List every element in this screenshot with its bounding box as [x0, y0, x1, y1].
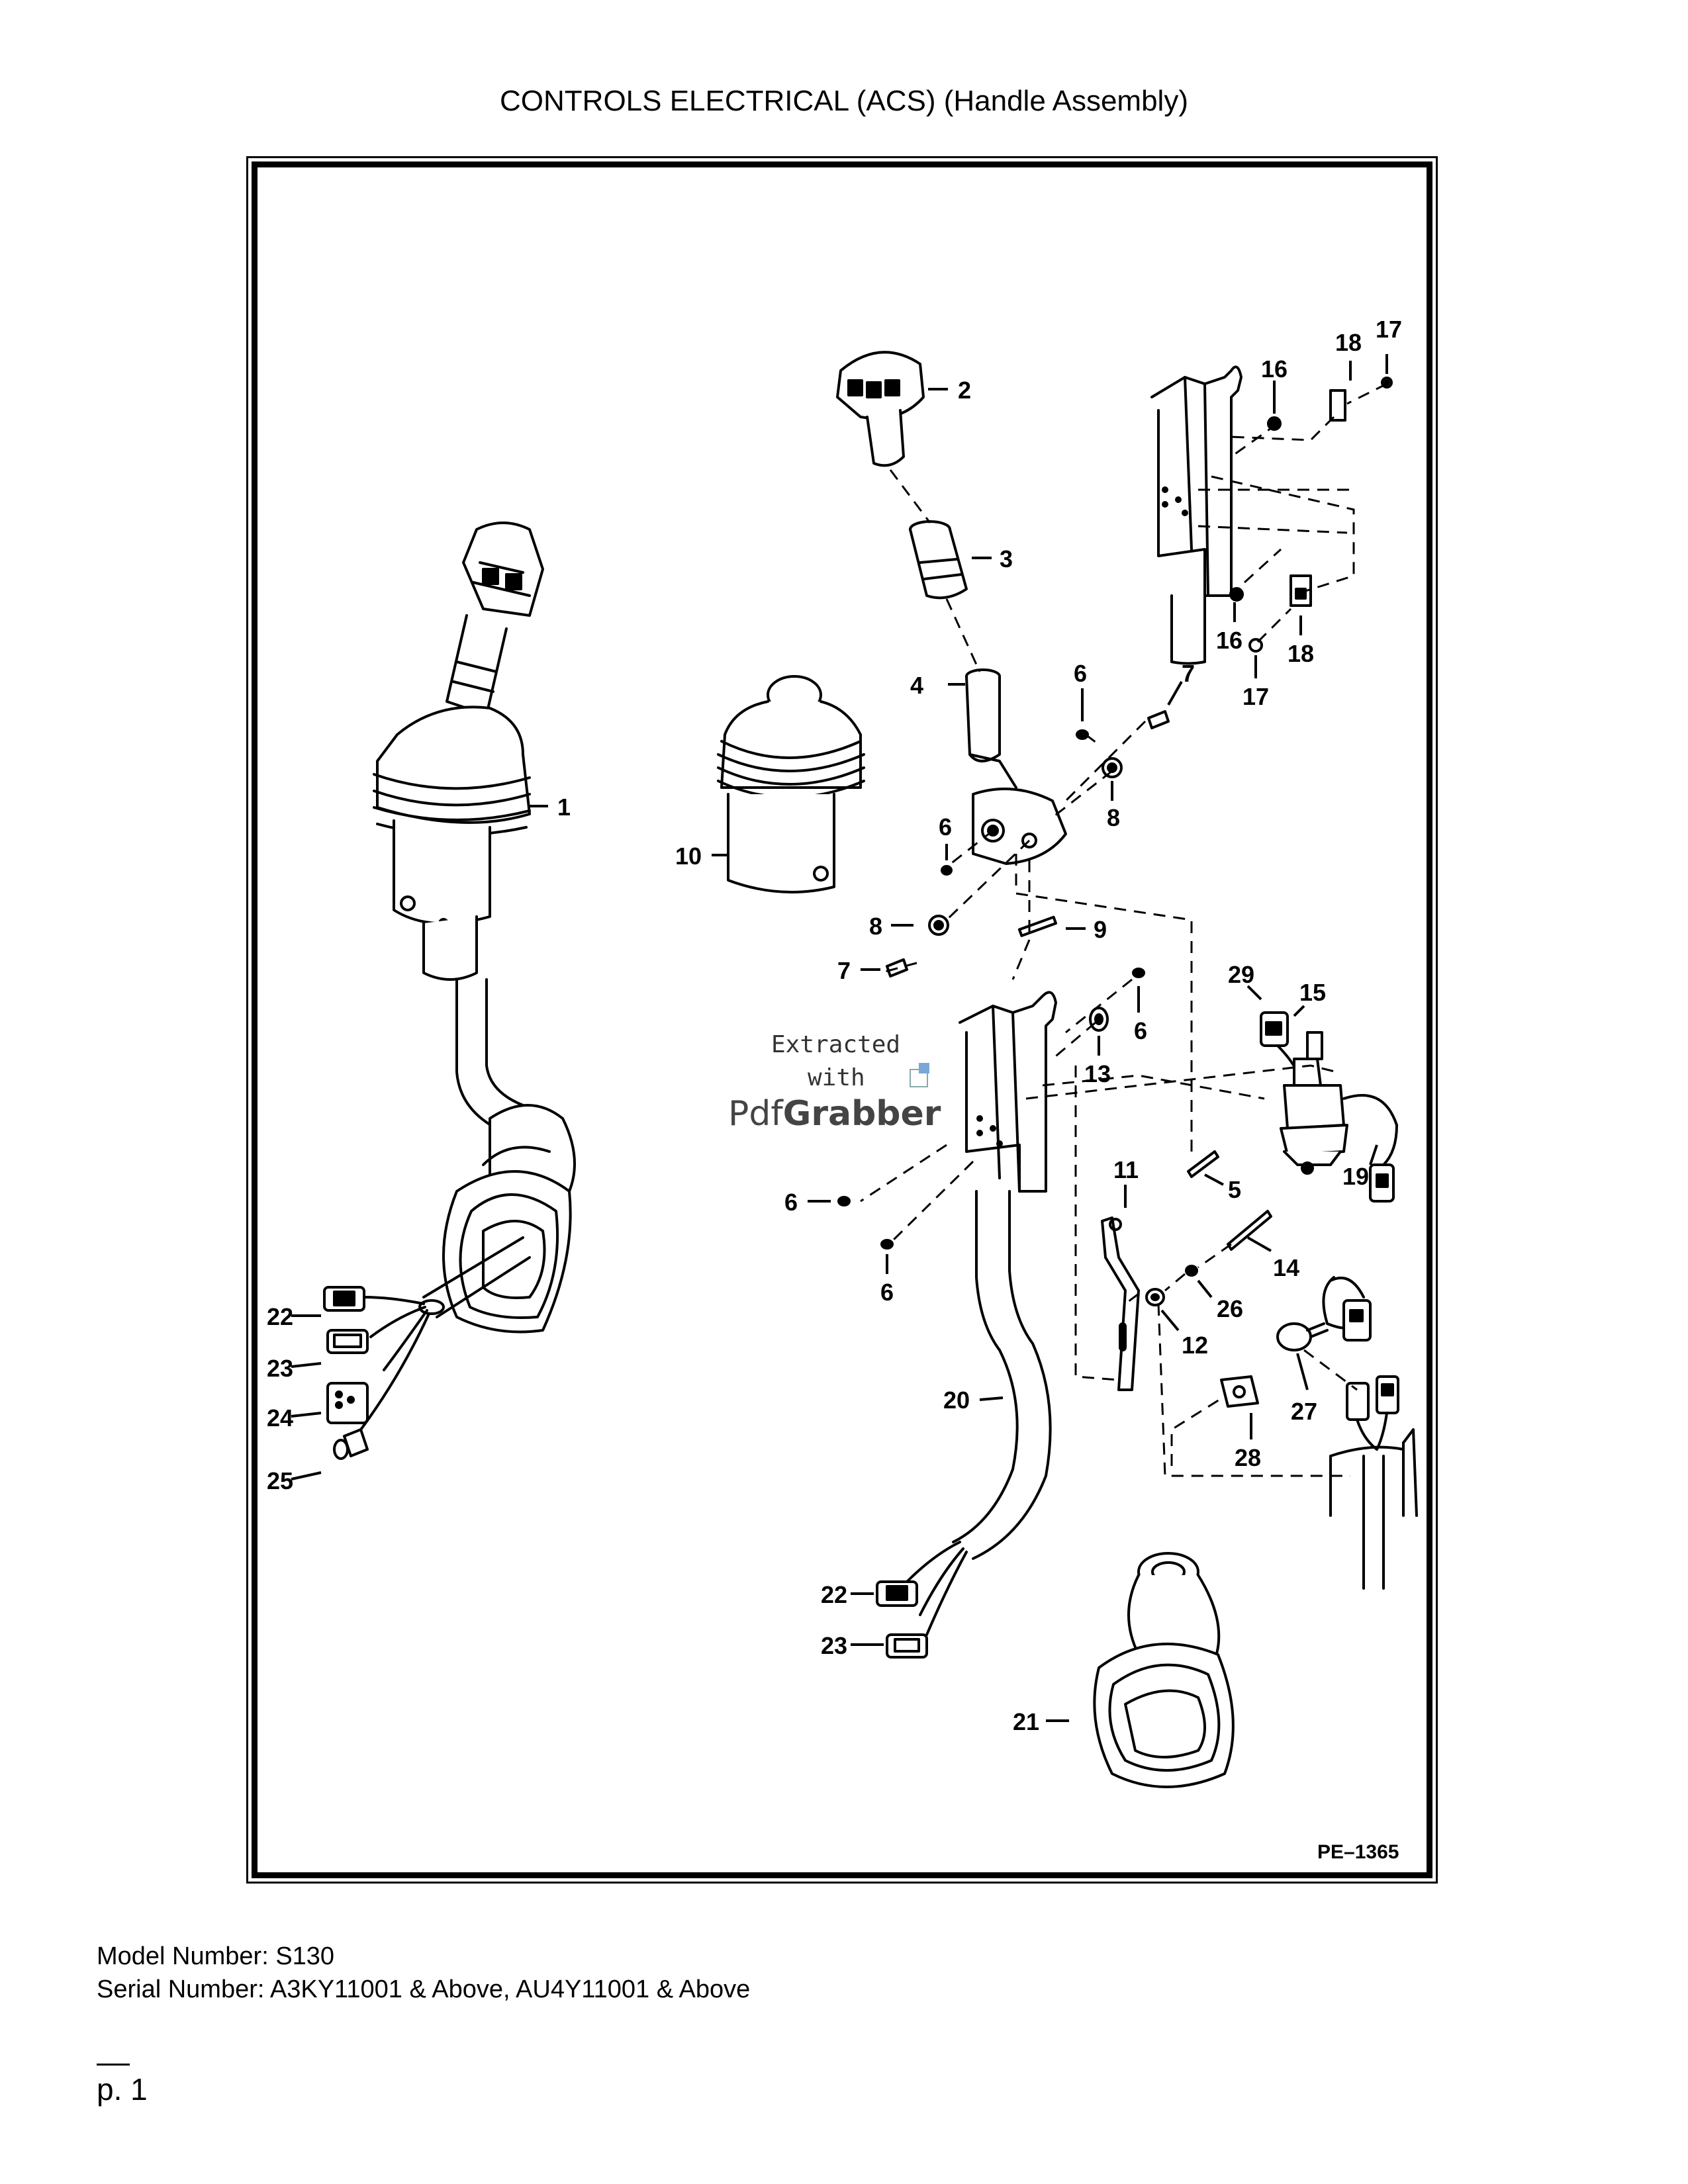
- callout-23-left: 23: [267, 1355, 293, 1382]
- callout-24: 24: [267, 1404, 293, 1432]
- diagram-frame-inner: [252, 161, 1432, 1878]
- callout-1: 1: [557, 794, 571, 821]
- switch-drawing: [1260, 1011, 1398, 1203]
- handle-assembly-drawing: [323, 522, 576, 1460]
- hardware-drawings: [837, 377, 1393, 1408]
- watermark: Extracted with PdfGrabber: [728, 1031, 941, 1134]
- figure-code: PE–1365: [1317, 1841, 1399, 1863]
- handle-grip-drawing: [836, 351, 925, 467]
- lower-bracket-drawing: [876, 991, 1057, 1659]
- callout-6-bracket: 6: [1134, 1017, 1147, 1044]
- callout-2: 2: [958, 377, 971, 404]
- leader-lines: [291, 354, 1388, 1722]
- page-separator: [97, 2064, 130, 2066]
- page-title: CONTROLS ELECTRICAL (ACS) (Handle Assemb…: [500, 85, 1188, 117]
- page-number: p. 1: [97, 2072, 148, 2107]
- sleeve-drawing: [909, 520, 968, 600]
- callout-19: 19: [1342, 1163, 1369, 1190]
- lever-gimbal-drawing: [965, 668, 1067, 865]
- callout-22-right: 22: [821, 1581, 847, 1608]
- callout-23-right: 23: [821, 1632, 847, 1659]
- callout-8-right: 8: [1107, 804, 1120, 831]
- callout-13: 13: [1084, 1060, 1111, 1087]
- callout-20: 20: [943, 1387, 970, 1414]
- callout-9: 9: [1094, 916, 1107, 943]
- callout-18-lower: 18: [1288, 640, 1314, 667]
- callout-11: 11: [1113, 1156, 1139, 1183]
- model-number: Model Number: S130: [97, 1942, 335, 1970]
- callout-7-upper: 7: [1182, 660, 1195, 687]
- callout-5: 5: [1228, 1176, 1241, 1203]
- serial-number: Serial Number: A3KY11001 & Above, AU4Y11…: [97, 1976, 751, 2003]
- watermark-line1: Extracted: [771, 1031, 900, 1058]
- upper-bracket-drawing: [1150, 365, 1243, 665]
- callout-22-left: 22: [267, 1303, 293, 1330]
- boot-drawing: [717, 675, 865, 893]
- callout-25: 25: [267, 1467, 293, 1494]
- watermark-line2: with: [808, 1064, 865, 1091]
- callout-17-upper: 17: [1376, 316, 1402, 343]
- watermark-brand: PdfGrabber: [728, 1094, 941, 1134]
- callout-labels: 1 2 3 4 5 6 6 6 6 6 7 7 8 8 9 10 11 12 1…: [267, 316, 1402, 1735]
- callout-6-gimbal: 6: [939, 813, 952, 841]
- callout-6-upper: 6: [1074, 660, 1087, 687]
- watermark-brand-b: Grabber: [783, 1094, 941, 1134]
- diagram-frame-outer: [246, 156, 1438, 1884]
- callout-15: 15: [1299, 979, 1326, 1006]
- callout-14: 14: [1273, 1254, 1299, 1281]
- callout-6-lower: 6: [880, 1279, 894, 1306]
- watermark-logo-accent: [919, 1063, 929, 1073]
- callout-26: 26: [1217, 1295, 1243, 1322]
- callout-4: 4: [910, 672, 923, 699]
- callout-12: 12: [1182, 1332, 1208, 1359]
- callout-7-lower: 7: [837, 957, 851, 984]
- callout-8-left: 8: [869, 913, 882, 940]
- callout-28: 28: [1235, 1444, 1261, 1471]
- watermark-brand-a: Pdf: [728, 1094, 784, 1134]
- right-harness-drawing: [1322, 1276, 1418, 1590]
- callout-17-lower: 17: [1243, 683, 1269, 710]
- callout-21: 21: [1013, 1708, 1039, 1735]
- assembly-lines: [860, 383, 1387, 1477]
- callout-16-upper: 16: [1261, 355, 1288, 383]
- callout-16-lower: 16: [1216, 627, 1243, 654]
- callout-18-upper: 18: [1335, 329, 1362, 356]
- callout-10: 10: [675, 842, 702, 870]
- callout-27: 27: [1291, 1398, 1317, 1425]
- callout-3: 3: [1000, 545, 1013, 572]
- lower-boot-drawing: [1093, 1552, 1235, 1788]
- callout-6-left: 6: [784, 1189, 798, 1216]
- callout-29: 29: [1228, 961, 1254, 988]
